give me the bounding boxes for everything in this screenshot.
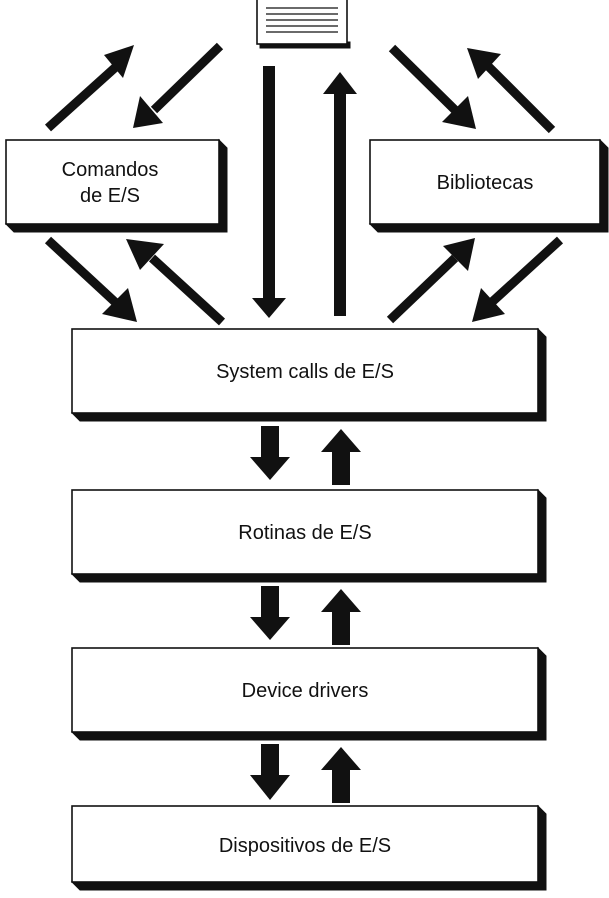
dispositivos-label: Dispositivos de E/S [219, 835, 391, 857]
rotinas-to-syscalls-arrow-up [321, 429, 361, 485]
rotinas-to-drivers-arrow-down [250, 586, 290, 640]
syscalls-to-bibliotecas-diagonal-arrow [386, 238, 475, 324]
bibliotecas-box: Bibliotecas [368, 138, 609, 233]
doc-to-comandos-diagonal-arrow [133, 42, 224, 128]
bibliotecas-to-syscalls-diagonal-arrow [472, 236, 564, 322]
bibliotecas-to-doc-diagonal-arrow [467, 48, 556, 134]
syscalls-to-doc-arrow-up [323, 72, 357, 316]
dispositivos-to-drivers-arrow-up [321, 747, 361, 803]
doc-to-syscalls-arrow-down [252, 66, 286, 318]
comandos-label-line1: Comandos [62, 159, 159, 181]
drivers-to-dispositivos-arrow-down [250, 744, 290, 800]
comandos-to-syscalls-diagonal-arrow [44, 236, 137, 322]
dispositivos-box: Dispositivos de E/S [70, 804, 547, 891]
rotinas-box: Rotinas de E/S [70, 488, 547, 583]
syscalls-to-comandos-diagonal-arrow [126, 239, 226, 326]
device-drivers-box: Device drivers [70, 646, 547, 741]
system-calls-box: System calls de E/S [70, 327, 547, 422]
comandos-label-line2: de E/S [80, 185, 140, 207]
comandos-to-doc-diagonal-arrow [44, 45, 134, 132]
application-document-icon [256, 0, 351, 49]
system-calls-label: System calls de E/S [216, 361, 394, 383]
rotinas-label: Rotinas de E/S [238, 522, 371, 544]
comandos-box: Comandos de E/S [4, 138, 228, 233]
device-drivers-label: Device drivers [242, 680, 369, 702]
drivers-to-rotinas-arrow-up [321, 589, 361, 645]
doc-to-bibliotecas-diagonal-arrow [388, 44, 476, 129]
syscalls-to-rotinas-arrow-down [250, 426, 290, 480]
bibliotecas-label: Bibliotecas [437, 172, 534, 194]
